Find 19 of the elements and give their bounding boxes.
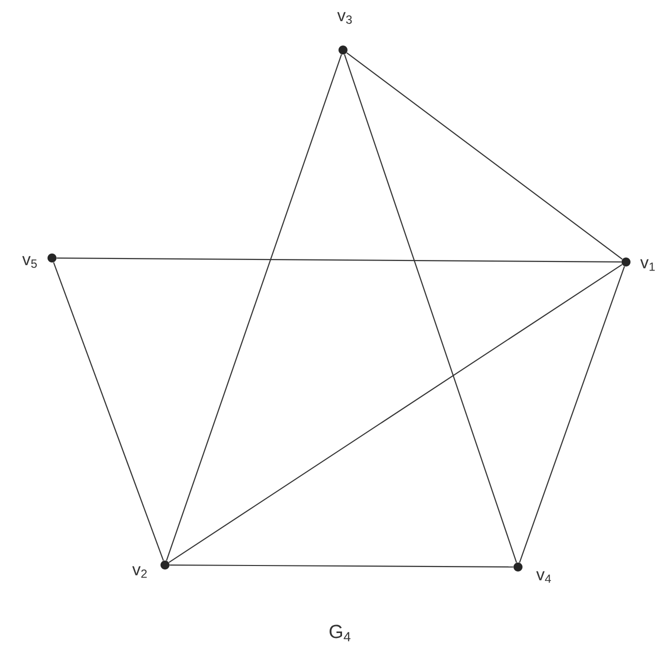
vertex-label: v$_{5}$	[22, 256, 37, 268]
caption: G$_{4}$	[330, 624, 350, 642]
edge-line	[166, 54, 342, 561]
edge-line	[346, 52, 623, 260]
vertex-dot	[338, 46, 348, 54]
edge-line	[56, 257, 622, 263]
vertex-label: v$_{3}$	[337, 12, 352, 24]
vertex-label: v$_{4}$	[536, 571, 551, 583]
edge-line	[168, 264, 622, 563]
edge-line	[344, 54, 518, 563]
vertex-dot	[514, 562, 522, 572]
vertex-label: v$_{2}$	[132, 566, 147, 578]
vertex-dot	[622, 258, 630, 266]
edge-line	[53, 262, 164, 561]
edge-line	[170, 564, 514, 568]
vertex-dot	[160, 560, 170, 570]
edge-line	[519, 266, 625, 563]
vertex-label: v$_{1}$	[640, 259, 655, 271]
vertex-dot	[48, 254, 56, 262]
